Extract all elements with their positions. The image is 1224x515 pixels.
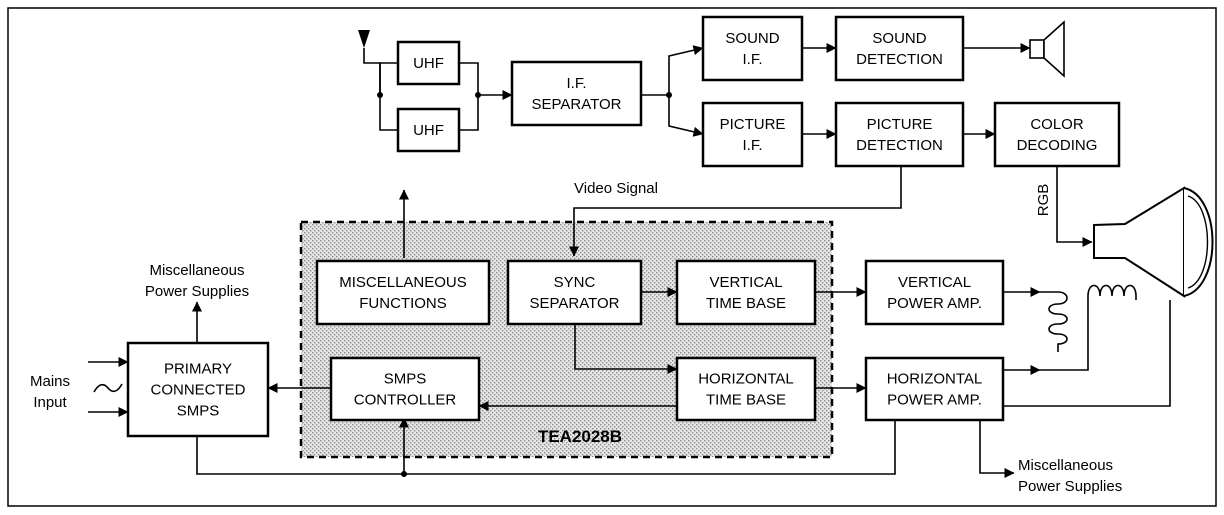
ac-source-icon [93, 383, 123, 393]
block-smps-controller-label: CONTROLLER [354, 392, 457, 409]
deflection-coil-icon [1040, 284, 1137, 352]
wiring [88, 43, 1171, 478]
ic-region [299, 220, 834, 459]
block-picture-detection-label: DETECTION [856, 137, 943, 154]
svg-text:Input: Input [33, 394, 67, 411]
ic-name-label: TEA2028B [538, 427, 622, 446]
block-sound-detection-label: SOUND [872, 30, 926, 47]
block-misc-functions: MISCELLANEOUS FUNCTIONS [315, 259, 491, 326]
block-vertical-power-amp-label: POWER AMP. [887, 295, 982, 312]
block-sound-if: SOUND I.F. [701, 15, 804, 82]
block-vertical-power-amp: VERTICAL POWER AMP. [864, 259, 1005, 326]
svg-text:Miscellaneous: Miscellaneous [1018, 457, 1113, 474]
block-sound-if-label: I.F. [742, 51, 762, 68]
block-color-decoding-label: DECODING [1017, 137, 1098, 154]
block-picture-if: PICTURE I.F. [701, 101, 804, 168]
video-signal-label: Video Signal [574, 180, 658, 197]
block-sync-separator: SYNC SEPARATOR [506, 259, 643, 326]
antenna-icon [358, 30, 370, 48]
svg-text:Power Supplies: Power Supplies [145, 283, 249, 300]
block-primary-smps-label: CONNECTED [150, 382, 245, 399]
junction-dots [377, 92, 672, 477]
block-picture-detection-label: PICTURE [867, 116, 933, 133]
block-primary-smps: PRIMARY CONNECTED SMPS [126, 341, 270, 438]
block-horizontal-power-amp-label: HORIZONTAL [887, 371, 983, 388]
mains-input-label: Mains Input [30, 373, 70, 411]
crt-tube-icon [1093, 186, 1214, 298]
block-horizontal-time-base-label: HORIZONTAL [698, 371, 794, 388]
block-misc-functions-label: FUNCTIONS [359, 295, 447, 312]
outer-frame [7, 7, 1217, 507]
block-color-decoding-label: COLOR [1030, 116, 1084, 133]
block-picture-if-label: I.F. [742, 137, 762, 154]
block-vertical-power-amp-label: VERTICAL [898, 274, 971, 291]
block-smps-controller-label: SMPS [384, 371, 427, 388]
block-uhf-bottom: UHF [396, 107, 461, 153]
svg-text:Power Supplies: Power Supplies [1018, 478, 1122, 495]
block-uhf-top: UHF [396, 40, 461, 86]
block-uhf-bottom-label: UHF [413, 122, 444, 139]
block-sound-detection-label: DETECTION [856, 51, 943, 68]
svg-text:Miscellaneous: Miscellaneous [149, 262, 244, 279]
block-horizontal-time-base-label: TIME BASE [706, 392, 786, 409]
block-sync-separator-label: SEPARATOR [529, 295, 619, 312]
block-sound-detection: SOUND DETECTION [834, 15, 965, 82]
block-horizontal-power-amp: HORIZONTAL POWER AMP. [864, 356, 1005, 422]
block-if-separator-label: I.F. [566, 75, 586, 92]
block-horizontal-time-base: HORIZONTAL TIME BASE [675, 356, 817, 422]
block-picture-if-label: PICTURE [720, 116, 786, 133]
block-smps-controller: SMPS CONTROLLER [329, 356, 481, 422]
block-vertical-time-base-label: VERTICAL [709, 274, 782, 291]
block-if-separator: I.F. SEPARATOR [510, 60, 643, 127]
block-sound-if-label: SOUND [725, 30, 779, 47]
block-horizontal-power-amp-label: POWER AMP. [887, 392, 982, 409]
block-picture-detection: PICTURE DETECTION [834, 101, 965, 168]
svg-text:Mains: Mains [30, 373, 70, 390]
block-color-decoding: COLOR DECODING [993, 101, 1121, 168]
block-vertical-time-base: VERTICAL TIME BASE [675, 259, 817, 326]
loudspeaker-icon [1029, 20, 1065, 78]
rgb-label: RGB [1035, 184, 1052, 217]
block-vertical-time-base-label: TIME BASE [706, 295, 786, 312]
block-uhf-top-label: UHF [413, 55, 444, 72]
block-primary-smps-label: PRIMARY [164, 361, 232, 378]
block-misc-functions-label: MISCELLANEOUS [339, 274, 467, 291]
block-primary-smps-label: SMPS [177, 403, 220, 420]
misc-supplies-top-label: Miscellaneous Power Supplies [145, 262, 249, 300]
misc-supplies-bottom-label: Miscellaneous Power Supplies [1018, 457, 1122, 495]
block-if-separator-label: SEPARATOR [531, 96, 621, 113]
block-sync-separator-label: SYNC [554, 274, 596, 291]
